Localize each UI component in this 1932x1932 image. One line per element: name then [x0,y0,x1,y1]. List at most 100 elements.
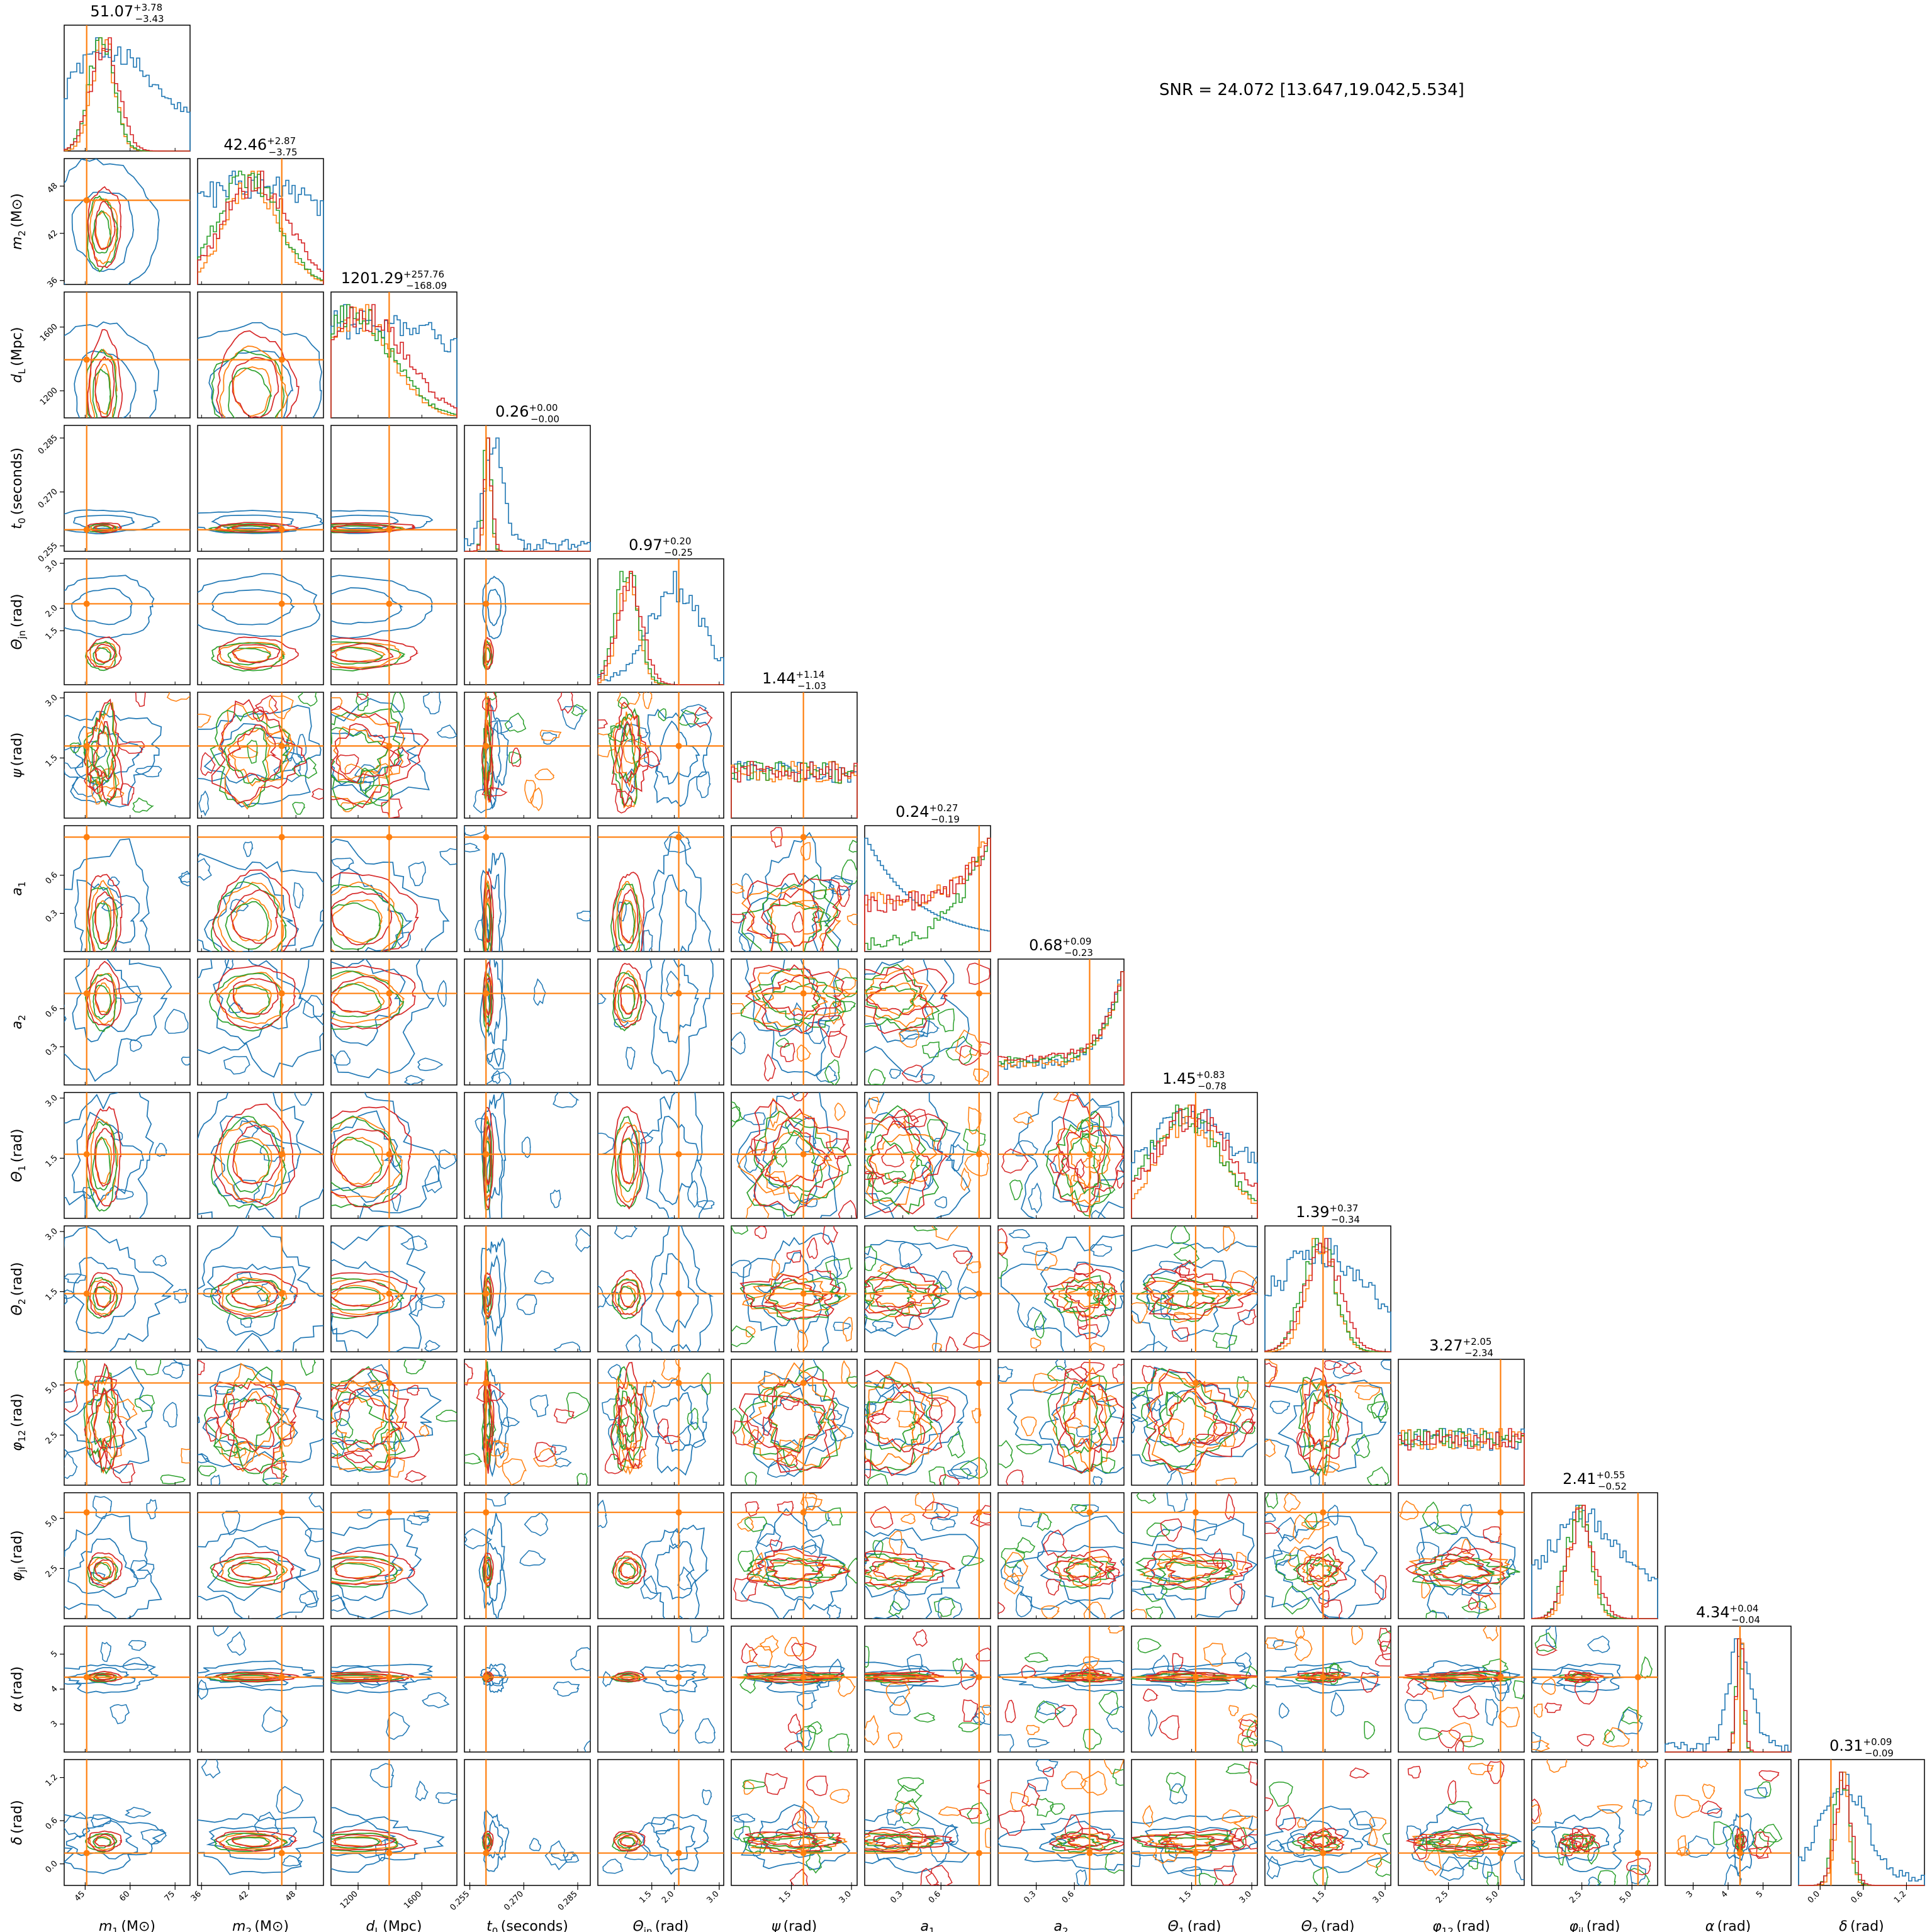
contour-island-0 [464,1528,493,1549]
hist-series-0 [1531,1505,1658,1619]
truth-point [483,1850,490,1856]
contour-island-0 [293,882,304,909]
panel-frame [330,1759,458,1886]
contour-inner-2 [617,1563,636,1582]
pair-panel-10-4 [597,1359,724,1486]
hist-series-2 [1665,1638,1791,1753]
x-tick-label: 75 [163,1889,177,1903]
contour-outer-0 [331,1663,434,1694]
contour-outer-2 [331,970,405,1030]
contour-outer-3 [611,701,649,807]
panel-frame [731,1759,858,1886]
panel-frame [64,1092,191,1219]
panel-frame [1264,1359,1391,1486]
truth-point [483,1151,490,1158]
contour-outer-1 [219,1120,286,1203]
contour-island-3 [404,1470,427,1483]
truth-point [1192,1850,1199,1856]
contour-island-1 [233,1446,247,1458]
hist-panel-3: 0.26+0.00−0.00 [464,402,591,552]
contour-outer-0 [331,698,430,801]
panel-title: 4.34+0.04−0.04 [1696,1603,1760,1626]
contours [64,1495,162,1619]
contour-island-2 [360,767,375,795]
contour-island-1 [1104,1760,1124,1775]
truth-point [675,1379,682,1386]
contour-outer-3 [753,1099,849,1214]
contour-inner-0 [331,587,403,625]
contour-inner-0 [865,1112,943,1207]
pair-panel-13-3 [464,1759,591,1886]
contour-outer-3 [865,1550,955,1588]
contour-island-2 [733,1826,752,1843]
contour-island-2 [1198,1873,1218,1885]
contour-island-1 [981,1704,991,1716]
contour-inner-1 [93,1390,112,1453]
contour-outer-0 [198,1363,323,1468]
contour-island-2 [292,802,306,815]
panel-title: 1.44+1.14−1.03 [762,669,826,692]
panel-frame [464,692,591,819]
y-tick-label: 1.5 [44,626,60,642]
contour-island-3 [617,1405,629,1429]
contour-island-1 [539,729,562,741]
x-axis-label-12: α (rad) [1705,1919,1751,1932]
contour-island-3 [1323,1360,1343,1371]
contour-island-2 [435,1410,457,1422]
contour-inner-2 [1065,1561,1103,1583]
contour-island-3 [270,1462,288,1479]
contour-outer-3 [483,1369,495,1474]
truth-point [1634,1674,1641,1681]
pair-panel-6-1 [197,825,324,952]
label-unit: (seconds) [498,1919,568,1932]
title-plus: +0.04 [1730,1603,1759,1614]
contour-island-3 [1021,1783,1040,1807]
contour-inner-3 [231,1558,278,1580]
contour-outer-2 [740,968,846,1031]
panel-frame [330,1626,458,1753]
contour-inner-0 [764,1544,824,1601]
contour-outer-1 [1302,1378,1342,1476]
contour-island-3 [1576,1734,1595,1747]
contour-island-1 [748,1429,765,1446]
contour-island-2 [1756,1781,1772,1797]
contour-island-0 [1417,1541,1440,1564]
title-value: 4.34 [1696,1603,1729,1621]
contour-inner-0 [73,514,135,529]
contour-inner-0 [763,874,820,952]
contour-outer-2 [331,1556,398,1588]
contour-island-2 [828,1733,850,1752]
contours [1001,1092,1124,1218]
truth-point [975,1850,982,1856]
contours [1399,1500,1520,1619]
contours [598,692,714,814]
contour-island-1 [1423,1846,1442,1876]
pair-panel-3-1 [197,425,324,552]
label-unit: (rad) [780,1919,817,1932]
contour-island-2 [1101,1456,1116,1474]
label-symbol: Θ [1168,1919,1179,1932]
contour-island-3 [1748,1846,1772,1859]
contour-island-3 [1318,1590,1330,1608]
contour-island-0 [1272,1639,1299,1651]
contour-outer-0 [1132,1241,1257,1352]
hist-series-2 [1131,1104,1258,1218]
contour-island-3 [1042,1766,1054,1777]
snr-annotation: SNR = 24.072 [13.647,19.042,5.534] [1159,81,1464,99]
contour-outer-0 [1265,1515,1384,1619]
contour-outer-2 [1133,1833,1232,1853]
contour-island-1 [1265,1637,1284,1649]
contour-island-2 [1382,1833,1391,1845]
contour-outer-0 [64,1226,174,1352]
pair-panel-7-5 [731,958,858,1086]
contour-outer-0 [1265,1661,1381,1693]
contour-island-3 [780,1396,800,1410]
truth-point [83,1379,90,1386]
panel-frame [197,558,324,685]
contour-island-3 [657,1418,669,1438]
contours [1132,1493,1257,1619]
contour-outer-0 [1411,1806,1522,1872]
hist-series-2 [1398,1428,1525,1485]
pair-panel-12-11 [1531,1626,1658,1753]
contour-island-0 [829,877,853,896]
